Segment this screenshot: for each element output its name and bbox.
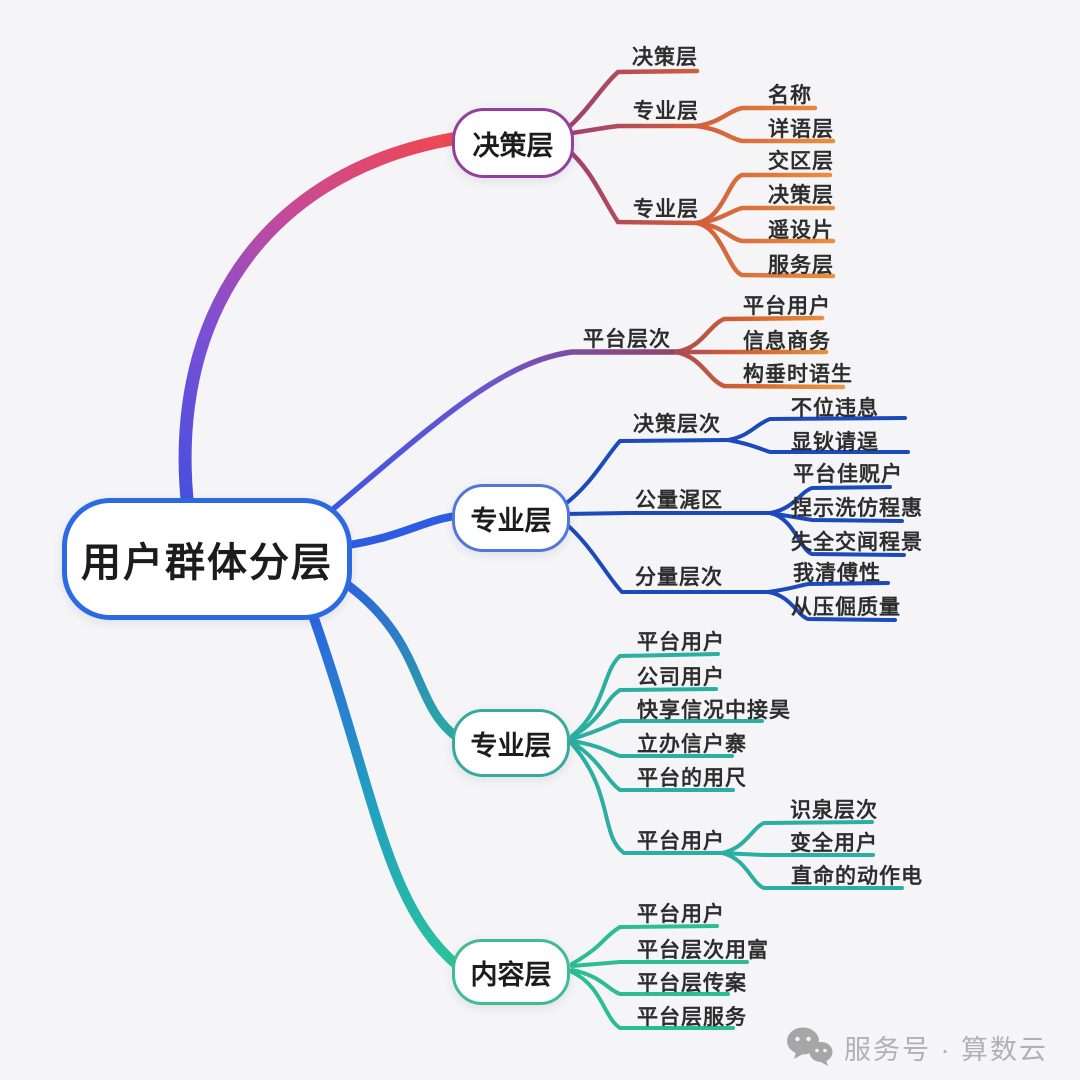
- trunk-curves: [178, 131, 681, 971]
- leaf-label[interactable]: 平台层传案: [637, 972, 747, 995]
- leaf-label[interactable]: 决策层: [632, 46, 698, 69]
- leaf-label[interactable]: 显钬请逞: [791, 431, 879, 454]
- central-node[interactable]: 用户群体分层: [62, 498, 352, 620]
- branch-node-content[interactable]: 内容层: [452, 939, 570, 1005]
- leaf-label[interactable]: 服务层: [768, 254, 834, 277]
- branch-label-platform-levels[interactable]: 平台层次: [583, 328, 671, 351]
- leaf-label[interactable]: 变全用户: [790, 832, 878, 855]
- leaf-label[interactable]: 交区层: [768, 150, 834, 173]
- subbranch-label[interactable]: 专业层: [633, 100, 699, 123]
- leaf-label[interactable]: 平台用户: [637, 631, 725, 654]
- leaf-label[interactable]: 公司用户: [637, 666, 725, 689]
- leaf-label[interactable]: 平台层次用富: [637, 939, 769, 962]
- leaf-label[interactable]: 遥设片: [768, 219, 834, 242]
- branch1-lines: [563, 68, 836, 279]
- branch4-lines: [570, 652, 904, 890]
- branch-node-professional-blue[interactable]: 专业层: [452, 484, 570, 552]
- subbranch-label[interactable]: 分量层次: [635, 566, 723, 589]
- leaf-label[interactable]: 名称: [768, 84, 812, 107]
- leaf-label[interactable]: 详语层: [768, 118, 834, 141]
- leaf-label[interactable]: 决策层: [768, 184, 834, 207]
- wechat-chat-bubbles-icon: [787, 1027, 833, 1066]
- leaf-label[interactable]: 平台用户: [743, 295, 831, 318]
- leaf-label[interactable]: 从压倔质量: [791, 596, 901, 619]
- leaf-label[interactable]: 平台佳贶户: [793, 463, 903, 486]
- branch-node-label: 内容层: [470, 959, 552, 990]
- branch-node-decision[interactable]: 决策层: [452, 108, 574, 178]
- leaf-label[interactable]: 平台层服务: [637, 1006, 747, 1029]
- leaf-label[interactable]: 我清傅性: [793, 562, 881, 585]
- leaf-label[interactable]: 直命的动作电: [791, 865, 923, 888]
- leaf-label[interactable]: 捏示洗仿程惠: [791, 497, 923, 520]
- leaf-label[interactable]: 平台用户: [637, 903, 725, 926]
- subbranch-label[interactable]: 决策层次: [633, 413, 721, 436]
- watermark-text: 服务号 · 算数云: [844, 1034, 1048, 1065]
- branch-node-professional-teal[interactable]: 专业层: [452, 709, 570, 777]
- branch3-lines: [562, 416, 910, 622]
- branch-node-label: 专业层: [470, 730, 552, 761]
- branch-node-label: 专业层: [470, 505, 552, 536]
- watermark: 服务号 · 算数云: [786, 1026, 1048, 1068]
- subbranch-label[interactable]: 平台用户: [637, 830, 725, 853]
- central-node-label: 用户群体分层: [81, 541, 333, 585]
- subbranch-label[interactable]: 专业层: [633, 198, 699, 221]
- branch-node-label: 决策层: [472, 130, 554, 161]
- leaf-label[interactable]: 失全交闻程景: [791, 531, 923, 554]
- leaf-label[interactable]: 快享信况中接昊: [637, 699, 791, 722]
- leaf-label[interactable]: 识泉层次: [790, 799, 878, 822]
- leaf-label[interactable]: 平台的用尺: [637, 767, 747, 790]
- leaf-label[interactable]: 立办信户寨: [637, 733, 747, 756]
- subbranch-label[interactable]: 公量浘区: [635, 489, 723, 512]
- leaf-label[interactable]: 不位违息: [791, 397, 879, 420]
- leaf-label[interactable]: 构垂时语生: [743, 363, 853, 386]
- leaf-label[interactable]: 信息商务: [743, 330, 831, 353]
- branch2-lines: [673, 315, 846, 390]
- branch5-lines: [570, 924, 749, 1030]
